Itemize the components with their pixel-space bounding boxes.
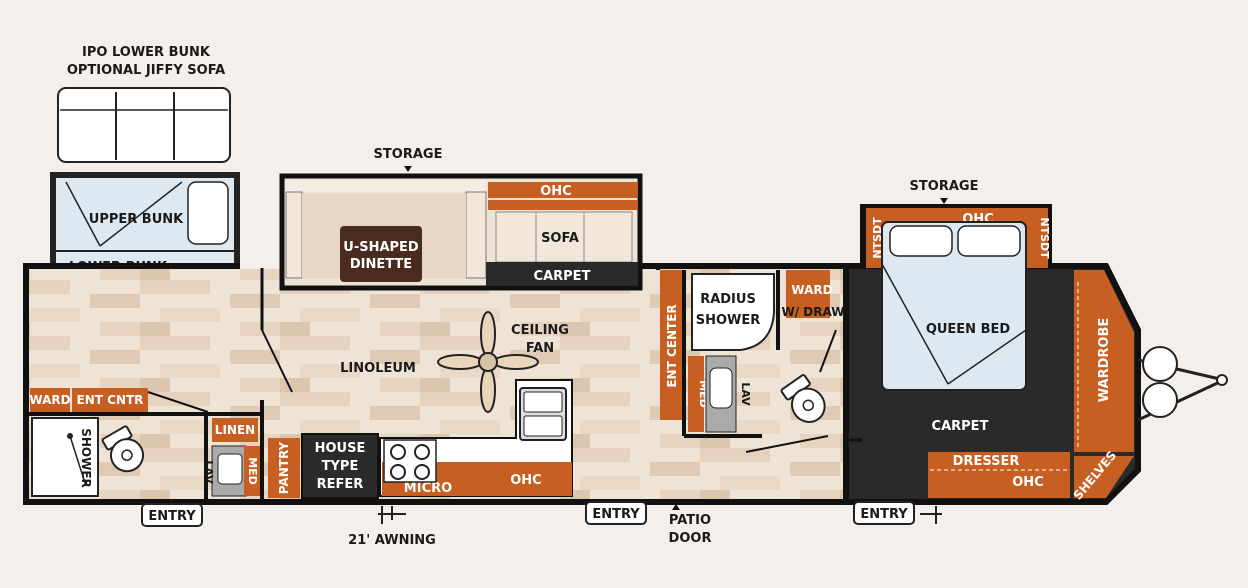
door-label: DOOR	[669, 531, 712, 546]
u-shaped-label: U-SHAPED	[343, 240, 419, 255]
refer-label: REFER	[317, 477, 364, 492]
shower-label: SHOWER	[696, 313, 761, 328]
hitch-icon	[1137, 346, 1228, 422]
awning-label: 21' AWNING	[348, 533, 436, 548]
ward-left-label: WARD	[29, 393, 70, 407]
awning-bracket	[378, 506, 406, 524]
wardrobe-label: WARDROBE	[1097, 318, 1112, 402]
ntsdt-right-label: NTSDT	[1038, 217, 1051, 259]
linen-label: LINEN	[215, 423, 255, 437]
awning-bracket	[920, 506, 942, 524]
sink-icon	[217, 453, 243, 485]
ward-mid	[786, 270, 830, 318]
entry-1	[141, 503, 203, 527]
queen-bed	[881, 221, 1027, 391]
arrow-up-icon	[672, 504, 680, 510]
linen	[212, 418, 258, 442]
kitchen-sink-icon	[519, 387, 567, 441]
ent-center-label: ENT CENTER	[665, 304, 679, 387]
ward-mid-label: WARD	[791, 283, 832, 297]
ohc-slide-label: OHC	[540, 184, 571, 199]
ntsdt-left-label: NTSDT	[871, 217, 884, 259]
carpet-bed-label: CARPET	[932, 419, 989, 434]
lav-mid-label: LAV	[739, 382, 752, 406]
refrigerator	[301, 433, 379, 499]
linoleum-label: LINOLEUM	[340, 361, 416, 376]
ipo-lower-bunk-label: IPO LOWER BUNK	[82, 45, 211, 60]
ceiling-label: CEILING	[511, 323, 569, 338]
dresser-label: DRESSER	[953, 454, 1020, 469]
sofa-label: SOFA	[541, 231, 579, 246]
patio-label: PATIO	[669, 513, 711, 528]
entry-2	[585, 501, 647, 525]
entry-2-label: ENTRY	[592, 507, 640, 522]
ward-left	[30, 388, 70, 412]
sink-icon	[709, 367, 733, 409]
living-slide: U-SHAPED DINETTE OHC SOFA CARPET	[279, 173, 643, 291]
entry-1-label: ENTRY	[148, 509, 196, 524]
optional-jiffy-sofa-label: OPTIONAL JIFFY SOFA	[67, 63, 225, 78]
arrow-down-icon	[404, 166, 412, 172]
med-left-label: MED	[246, 457, 259, 485]
toilet-icon	[101, 425, 144, 473]
ceiling-fan-icon	[437, 311, 539, 413]
upper-bunk-label: UPPER BUNK	[89, 212, 184, 227]
ent-center	[660, 270, 682, 420]
radius-label: RADIUS	[700, 292, 756, 307]
pantry	[268, 438, 300, 498]
entry-3-label: ENTRY	[860, 507, 908, 522]
toilet-icon	[780, 374, 826, 423]
carpet-slide	[486, 262, 638, 286]
storage-bedroom-label: STORAGE	[910, 179, 979, 194]
queen-bed-label: QUEEN BED	[926, 322, 1011, 337]
jiffy-sofa	[57, 87, 231, 163]
fan-label: FAN	[526, 341, 554, 356]
type-label: TYPE	[322, 459, 359, 474]
micro-label: MICRO	[404, 481, 452, 496]
carpet-slide-label: CARPET	[534, 269, 591, 284]
lav-left-label: LAV	[202, 460, 215, 484]
house-label: HOUSE	[315, 441, 366, 456]
dinette-label: DINETTE	[350, 257, 412, 272]
stove-icon	[383, 439, 437, 483]
ohc-slide	[488, 182, 638, 198]
ohc-dresser-label: OHC	[1012, 475, 1043, 490]
radius-shower	[691, 273, 775, 351]
ent-cntr	[72, 388, 148, 412]
dinette	[340, 226, 422, 282]
pantry-label: PANTRY	[277, 441, 291, 494]
storage-slide-label: STORAGE	[374, 147, 443, 162]
shelves	[1074, 456, 1134, 498]
shower-left	[31, 417, 99, 497]
ent-cntr-label: ENT CNTR	[77, 393, 144, 407]
arrow-down-icon	[940, 198, 948, 204]
shower-left-label: SHOWER	[79, 428, 93, 488]
entry-3	[853, 501, 915, 525]
dresser	[928, 452, 1070, 498]
wardrobe	[1074, 270, 1134, 452]
ohc-kitchen-label: OHC	[510, 473, 541, 488]
